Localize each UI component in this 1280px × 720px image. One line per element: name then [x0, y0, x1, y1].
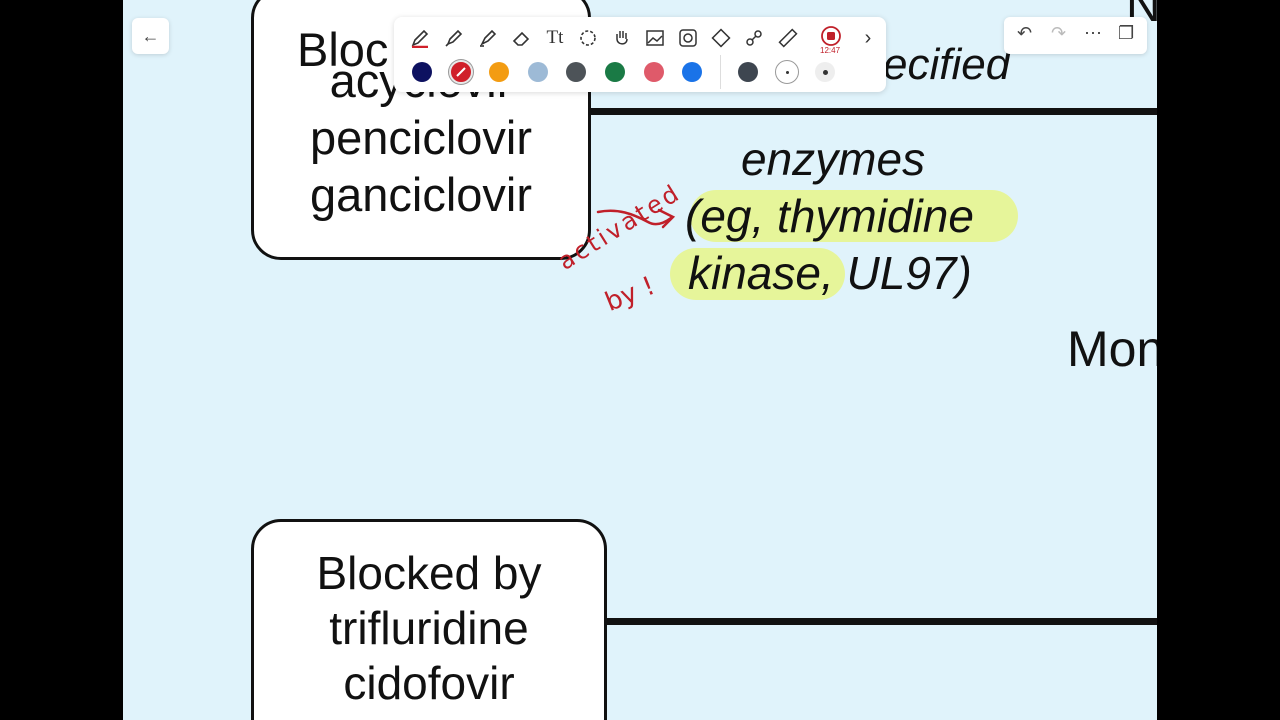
swatch-green[interactable]	[605, 62, 625, 82]
swatch-gray[interactable]	[566, 62, 586, 82]
connector-line-bottom	[605, 618, 1157, 625]
right-toolbar: ↶ ↷ ⋯ ❐	[1004, 17, 1147, 54]
back-arrow-icon: ←	[141, 25, 160, 46]
more-icon[interactable]: ⋯	[1084, 23, 1102, 43]
swatch-red-selected[interactable]	[449, 60, 473, 84]
highlight-1	[690, 190, 1018, 242]
highlighter-icon[interactable]	[476, 26, 500, 50]
toolbar-divider	[720, 55, 721, 89]
text-icon[interactable]: Tt	[546, 27, 564, 48]
enzymes-example-kinase: kinase	[688, 247, 821, 299]
box-top-line-3: penciclovir	[309, 111, 533, 164]
header-fragment: ecified	[883, 40, 1011, 89]
box-bottom-line-3: cidofovir	[343, 657, 515, 709]
swatch-navy[interactable]	[412, 62, 432, 82]
eraser-icon[interactable]	[509, 26, 533, 50]
sticker-icon[interactable]	[676, 26, 700, 50]
highlight-2	[670, 248, 845, 300]
record-button[interactable]	[819, 24, 843, 48]
record-time: 12:47	[820, 46, 841, 55]
shape-icon[interactable]	[709, 26, 733, 50]
whiteboard-canvas[interactable]: N ecified Bloc acyclovir penciclovir gan…	[123, 0, 1157, 720]
enzymes-label: enzymes	[741, 133, 926, 185]
box-top-line-1: Bloc	[297, 23, 389, 76]
pen-icon[interactable]	[408, 26, 432, 50]
image-icon[interactable]	[643, 26, 667, 50]
hand-icon[interactable]	[610, 26, 634, 50]
swatch-lightblue[interactable]	[528, 62, 548, 82]
link-icon[interactable]	[742, 26, 766, 50]
size-large[interactable]	[738, 62, 758, 82]
swatch-pink[interactable]	[644, 62, 664, 82]
size-medium-selected[interactable]	[775, 60, 799, 84]
ruler-icon[interactable]	[776, 26, 800, 50]
size-small[interactable]	[815, 62, 835, 82]
pages-icon[interactable]: ❐	[1118, 23, 1135, 43]
annotation-arrow	[596, 208, 676, 229]
box-bottom-line-1: Blocked by	[316, 547, 542, 599]
box-bottom-line-2: trifluridine	[329, 602, 529, 654]
annotation-line-2: by !	[601, 271, 660, 318]
side-text: Mon	[1067, 321, 1157, 377]
connector-line-top	[589, 108, 1157, 115]
swatch-orange[interactable]	[489, 62, 509, 82]
enzymes-example-2: kinase, UL97)	[688, 246, 972, 300]
enzymes-example-rest: , UL97)	[820, 247, 972, 299]
undo-icon[interactable]: ↶	[1017, 23, 1033, 43]
box-top-line-4: ganciclovir	[309, 168, 533, 221]
marker-icon[interactable]	[442, 26, 466, 50]
redo-icon[interactable]: ↷	[1051, 23, 1067, 43]
drawing-toolbar: Tt 12:47 ›	[394, 17, 886, 92]
back-button[interactable]: ←	[132, 18, 169, 54]
enzymes-example-1: (eg, thymidine	[685, 190, 974, 242]
lasso-icon[interactable]	[576, 26, 600, 50]
swatch-blue[interactable]	[682, 62, 702, 82]
box-bottom: Blocked by trifluridine cidofovir	[251, 519, 607, 720]
toolbar-more-button[interactable]: ›	[864, 26, 872, 49]
